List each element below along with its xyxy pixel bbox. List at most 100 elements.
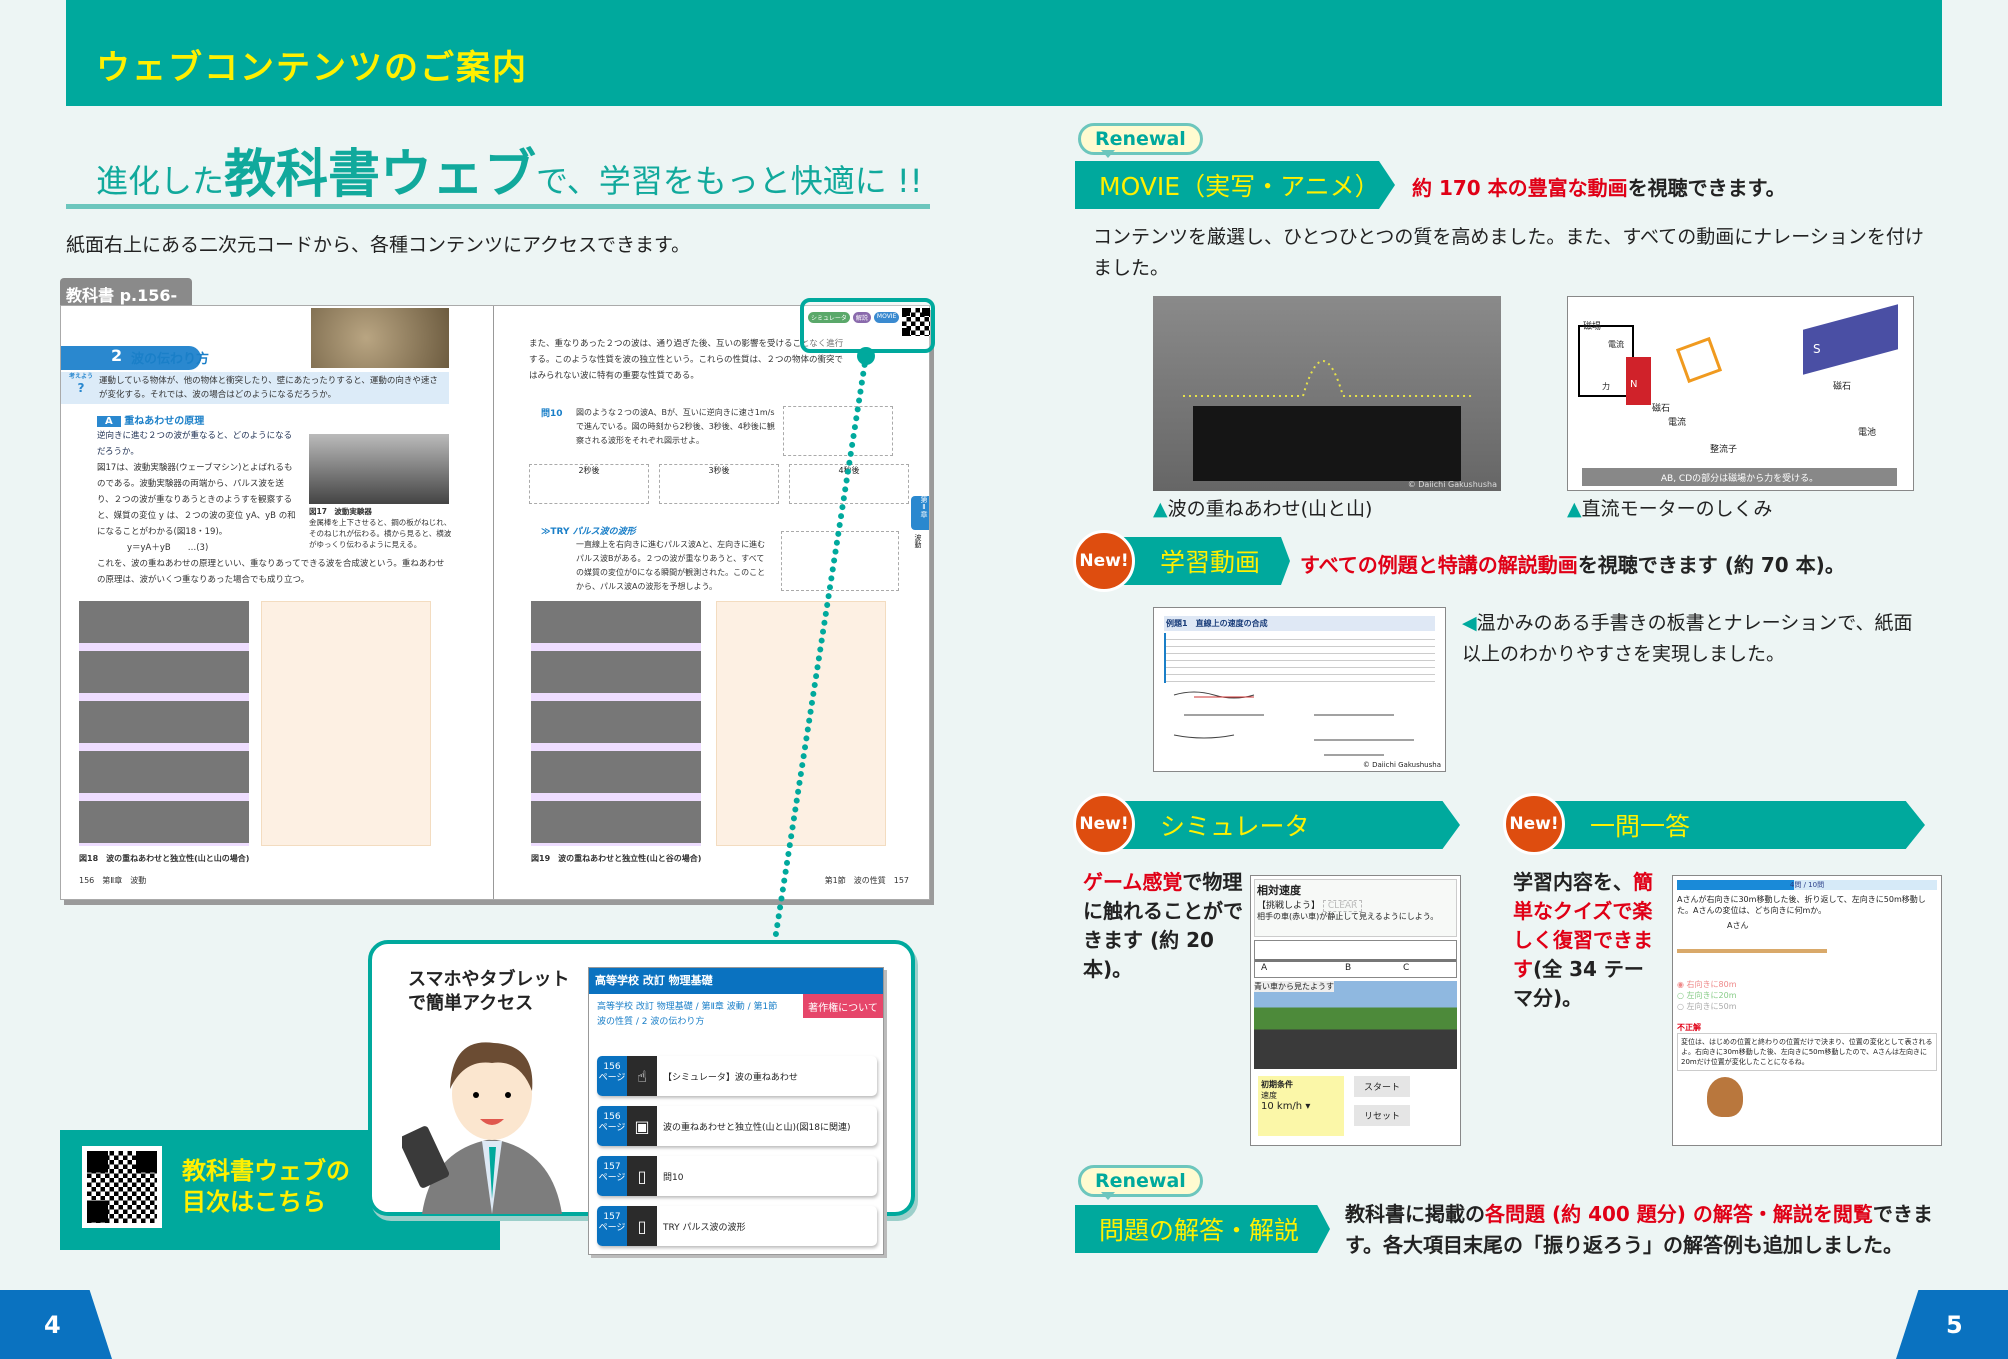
think-label: 考えよう? [64,373,98,395]
web-breadcrumb[interactable]: 高等学校 改訂 物理基礎 / 第Ⅱ章 波動 / 第1節 波の性質 / 2 波の伝… [597,1002,778,1027]
sim-task: 相手の車(赤い車)が静止して見えるようにしよう。 [1257,912,1439,921]
right-body-text: また、重なりあった２つの波は、通り過ぎた後、互いの影響を受けることなく進行する。… [529,339,844,381]
label: 磁石 [1652,404,1671,414]
triangle-icon: ▲ [1567,498,1582,520]
touch-icon: ☝ [627,1056,657,1096]
toc-text: 教科書ウェブの目次はこちら [182,1156,350,1218]
header-title: ウェブコンテンツのご案内 [96,48,528,88]
wave-video-caption: ▲波の重ねあわせ(山と山) [1153,498,1373,520]
qr-highlight: シミュレータ 解説 MOVIE [800,298,935,353]
graph-3s: 3秒後 [659,464,779,504]
sim-road-view: 青い車から見たようす [1254,981,1457,1069]
handwriting [1173,691,1414,756]
phone-caption-2: で簡単アクセス [408,993,534,1014]
headline-post: で、学習をもっと快適に !! [536,162,923,200]
lead-text: 紙面右上にある二次元コードから、各種コンテンツにアクセスできます。 [66,234,691,256]
fig17-caption: 図17 波動実験器金属棒を上下させると、鋼の板がねじれ、そのねじれが伝わる。横か… [309,506,454,550]
row-label: 問10 [663,1172,684,1183]
man-with-tablet-illustration [402,1042,562,1214]
magnet-n [1626,357,1651,405]
qr-code-icon[interactable] [902,308,930,336]
fig18-photos [79,601,249,846]
wave-machine-shape [1183,360,1473,481]
tag-simulator: シミュレータ [808,312,850,323]
q10-graph [783,406,893,456]
body-text: 図17は、波動実験器(ウェーブマシン)とよばれるものである。波動実験器の両端から… [97,463,296,537]
answers-banner: 問題の解答・解説 [1075,1205,1330,1253]
start-button[interactable]: スタート [1354,1076,1411,1097]
ripple-photo [311,308,449,368]
renewal-badge: Renewal [1078,1165,1203,1200]
headline-pre: 進化した [96,162,225,200]
headline-rule [66,204,930,209]
toc-qr-code-icon[interactable] [82,1146,162,1228]
section-title: 波の伝わり方 [131,352,210,367]
headline: 進化した教科書ウェブで、学習をもっと快適に !! [96,132,923,207]
simulator-screenshot[interactable]: 相対速度 【挑戦しよう】 CLEAR 相手の車(赤い車)が静止して見えるようにし… [1250,875,1461,1146]
study-video-thumbnail[interactable]: 例題1 直線上の速度の合成 © Daiichi Gakushusha [1153,607,1446,772]
label: S [1813,342,1821,356]
quiz-option[interactable]: ○ 左向きに20m [1677,991,1737,1000]
think-text: 運動している物体が、他の物体と衝突したり、壁にあたったりすると、運動の向きや速さ… [99,376,438,400]
quiz-banner: 一問一答 [1540,801,1925,849]
label: 整流子 [1710,445,1738,455]
chapter-side: 波動 [914,534,922,548]
answers-text: 教科書に掲載の各問題 (約 400 題分) の解答・解説を閲覧できます。各大項目… [1345,1202,1933,1257]
quiz-ground [1677,931,1827,953]
label: 電池 [1858,428,1877,438]
chapter-tab: 第Ⅱ章 [911,496,929,530]
textbook-body: 逆向きに進む２つの波が重なると、どのようになるだろうか。 図17は、波動実験器(… [97,428,297,556]
example-title: 例題1 直線上の速度の合成 [1164,616,1435,631]
quiz-option[interactable]: ◉ 右向きに80m [1677,980,1737,989]
new-badge: New! [1503,793,1565,855]
quiz-option[interactable]: ○ 左向きに50m [1677,1002,1737,1011]
q10-label: 問10 [541,409,563,419]
try-title: パルス波の波形 [572,527,636,537]
simulator-text: ゲーム感覚で物理に触れることができます (約 20 本)。 [1083,870,1243,981]
label: 電流 [1608,340,1624,349]
wave-video-thumbnail[interactable]: © Daiichi Gakushusha [1153,296,1501,491]
page-number-left: 4 [0,1290,112,1359]
study-video-headline: すべての例題と特講の解説動画を視聴できます (約 70 本)。 [1300,553,1845,577]
sim-clear: CLEAR [1322,900,1363,912]
toc-line1: 教科書ウェブの [182,1157,350,1185]
quiz-text: 学習内容を、簡単なクイズで楽しく復習できます(全 34 テーマ分)。 [1513,870,1653,1010]
qr-tags: シミュレータ 解説 MOVIE [808,312,900,323]
simulator-banner: シミュレータ [1110,801,1460,849]
speed-select[interactable]: 10 km/h ▾ [1261,1101,1311,1112]
new-badge: New! [1073,793,1135,855]
sim-title: 相対速度 [1257,884,1301,897]
owl-mascot [1707,1077,1743,1117]
phone-caption-1: スマホやタブレット [408,969,570,990]
row-label: 波の重ねあわせと独立性(山と山)(図18に関連) [663,1122,851,1133]
page-header: ウェブコンテンツのご案内 [66,0,1942,106]
document-icon: ▯ [627,1156,657,1196]
copyright-button[interactable]: 著作権について [803,994,883,1018]
quiz-person: Aさん [1727,921,1749,930]
quiz-progress: 4問 / 10問 [1677,880,1937,890]
page-footer-left: 156 第Ⅱ章 波動 [79,876,147,885]
fig19-photos [531,601,701,846]
phone-caption: スマホやタブレットで簡単アクセス [408,968,569,1016]
credit: © Daiichi Gakushusha [1362,761,1441,769]
page-footer-right: 第1節 波の性質 157 [824,876,909,885]
study-video-banner: 学習動画 [1110,537,1290,585]
question-mark-icon: ? [77,381,85,395]
web-screenshot: 高等学校 改訂 物理基礎 著作権について 高等学校 改訂 物理基礎 / 第Ⅱ章 … [588,967,884,1255]
new-badge: New! [1073,530,1135,592]
question-text: 逆向きに進む２つの波が重なると、どのようになるだろうか。 [97,431,293,457]
reset-button[interactable]: リセット [1354,1105,1411,1126]
row-label: TRY パルス波の波形 [663,1222,746,1233]
movie-headline: 約 170 本の豊富な動画を視聴できます。 [1412,176,1786,200]
motor-video-thumbnail[interactable]: 磁場 電流 力 N S 磁石 磁石 電流 電池 整流子 AB, CDの部分は磁場… [1567,296,1914,491]
quiz-screenshot[interactable]: 4問 / 10問 Aさんが右向きに30m移動した後、折り返して、左向きに50m移… [1672,875,1942,1146]
